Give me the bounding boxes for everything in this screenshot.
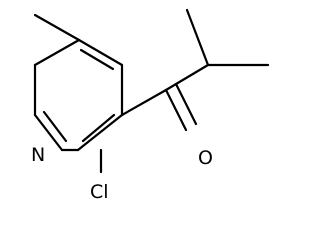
bond-carbonyl-isopropyl [164, 63, 210, 92]
bond-ring-carbonyl [120, 88, 168, 117]
structure-diagram: N Cl O [31, 8, 270, 203]
molecule-svg: N Cl O [31, 8, 270, 203]
bond-c6-n1 [33, 113, 64, 152]
bond-c4-c5 [77, 38, 124, 67]
bond-isopropyl-methyl-top [185, 8, 210, 67]
oxygen-label: O [198, 147, 213, 169]
nitrogen-label: N [31, 144, 45, 166]
bond-ring-methyl [33, 13, 81, 42]
bond-c5-c6-top [33, 38, 81, 67]
double-bond-c4-c5-inner [79, 48, 115, 71]
bond-carbonyl-oxygen-2 [174, 82, 198, 126]
chlorine-label: Cl [90, 181, 109, 203]
bond-carbonyl-oxygen-1 [164, 88, 188, 132]
double-bond-c6-n1-inner [42, 110, 68, 143]
bond-c2-c3 [76, 113, 124, 152]
double-bond-c2-c3-inner [81, 113, 116, 143]
